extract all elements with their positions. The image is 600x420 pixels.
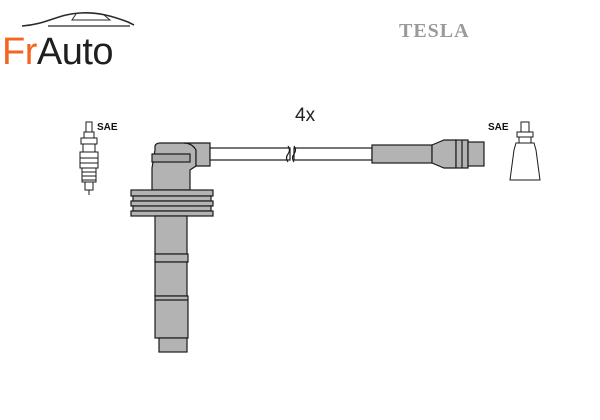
frauto-logo: FrAuto (0, 8, 150, 72)
logo-wordmark: FrAuto (2, 31, 114, 73)
terminal-right-label: SAE (488, 122, 509, 133)
terminal-left-label: SAE (97, 122, 118, 133)
spark-plug-terminal-left (79, 121, 99, 195)
ignition-cable (209, 145, 373, 163)
boot-elbow (183, 142, 211, 167)
spark-plug-boot (130, 142, 214, 353)
logo-wordmark-accent: Fr (2, 31, 37, 73)
brand-label: TESLA (399, 20, 470, 42)
car-silhouette-icon (21, 12, 135, 27)
terminal-right (509, 121, 541, 181)
cable-end-connector (371, 139, 485, 169)
logo-wordmark-main: Auto (36, 31, 114, 73)
quantity-label: 4x (295, 105, 316, 126)
